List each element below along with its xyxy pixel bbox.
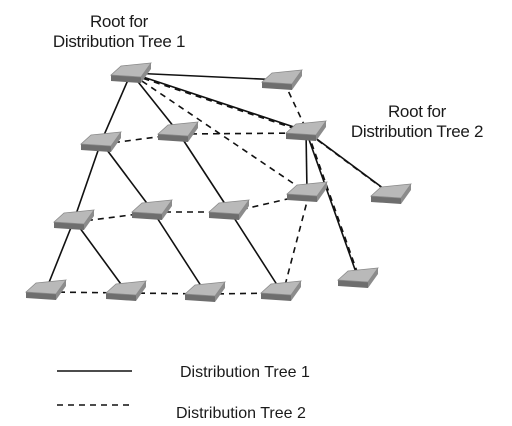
links-layer bbox=[45, 72, 394, 295]
switch-side-face bbox=[188, 122, 198, 142]
switch-level2-right bbox=[286, 181, 328, 202]
switch-top-face bbox=[337, 267, 379, 283]
switch-level3-c bbox=[208, 199, 250, 220]
tree2-link-root1-level2-right bbox=[132, 74, 310, 195]
tree1-link-level2-left-level3-b bbox=[100, 141, 153, 211]
tree2-link-far-right-root2 bbox=[307, 132, 394, 197]
tree1-link-level3-c-level4-d bbox=[228, 209, 282, 292]
switch-top-face bbox=[131, 199, 173, 215]
tree1-link-level2-mid-level3-c bbox=[177, 131, 230, 211]
switch-top-face bbox=[105, 280, 147, 296]
switch-top-face bbox=[260, 280, 302, 296]
switches-layer bbox=[25, 62, 412, 302]
switch-level4-e bbox=[337, 267, 379, 288]
root2-label: Root for Distribution Tree 2 bbox=[332, 102, 502, 142]
switch-top-face bbox=[110, 62, 152, 78]
switch-level4-b bbox=[105, 280, 147, 301]
switch-front-face bbox=[209, 212, 239, 220]
switch-side-face bbox=[401, 184, 411, 204]
root1-label-line1: Root for bbox=[89, 12, 149, 31]
switch-top-face bbox=[184, 281, 226, 297]
switch-front-face bbox=[111, 75, 141, 83]
switch-side-face bbox=[141, 63, 151, 83]
root1-label-line2: Distribution Tree 1 bbox=[52, 32, 186, 51]
switch-side-face bbox=[316, 121, 326, 141]
tree1-link-root2-level2-right bbox=[305, 130, 308, 193]
tree1-link-level3-b-level4-c bbox=[151, 209, 206, 293]
tree1-link-level3-a-level4-b bbox=[73, 219, 127, 292]
tree1-link-level2-left-level3-a bbox=[73, 141, 102, 221]
switch-side-face bbox=[291, 281, 301, 301]
tree1-link-root2-level4-e bbox=[305, 130, 359, 279]
switch-side-face bbox=[292, 70, 302, 90]
switch-front-face bbox=[338, 280, 368, 288]
switch-side-face bbox=[239, 200, 249, 220]
switch-top-face bbox=[25, 279, 67, 295]
switch-level2-mid bbox=[157, 121, 199, 142]
switch-side-face bbox=[111, 132, 121, 152]
switch-side-face bbox=[368, 268, 378, 288]
switch-root1 bbox=[110, 62, 152, 83]
switch-side-face bbox=[317, 182, 327, 202]
switch-front-face bbox=[185, 294, 215, 302]
switch-front-face bbox=[261, 293, 291, 301]
legend-dashed-label: Distribution Tree 2 bbox=[176, 405, 306, 422]
tree1-link-root1-top-right bbox=[130, 72, 283, 81]
switch-front-face bbox=[262, 82, 292, 90]
tree1-link-root1-root2 bbox=[130, 72, 307, 132]
switch-level2-left bbox=[80, 131, 122, 152]
switch-level3-b bbox=[131, 199, 173, 220]
switch-level4-a bbox=[25, 279, 67, 300]
switch-top-face bbox=[53, 209, 95, 225]
switch-root2 bbox=[285, 120, 327, 141]
root2-label-line2: Distribution Tree 2 bbox=[350, 122, 484, 141]
tree2-link-root1-root2 bbox=[132, 74, 309, 134]
switch-level3-a bbox=[53, 209, 95, 230]
switch-front-face bbox=[54, 222, 84, 230]
switch-front-face bbox=[106, 293, 136, 301]
switch-top-right bbox=[261, 69, 303, 90]
switch-front-face bbox=[286, 133, 316, 141]
switch-top-face bbox=[370, 183, 412, 199]
root1-label: Root for Distribution Tree 1 bbox=[20, 12, 218, 52]
tree1-link-level3-a-level4-a bbox=[45, 219, 75, 291]
switch-far-right bbox=[370, 183, 412, 204]
tree2-link-root2-level4-e bbox=[307, 132, 361, 281]
switch-front-face bbox=[158, 134, 188, 142]
root2-label-line1: Root for bbox=[387, 102, 447, 121]
switch-side-face bbox=[136, 281, 146, 301]
switch-front-face bbox=[132, 212, 162, 220]
switch-side-face bbox=[56, 280, 66, 300]
switch-front-face bbox=[287, 194, 317, 202]
tree1-link-root1-level2-left bbox=[100, 72, 132, 143]
switch-side-face bbox=[215, 282, 225, 302]
switch-top-face bbox=[208, 199, 250, 215]
switch-side-face bbox=[84, 210, 94, 230]
switch-level4-d bbox=[260, 280, 302, 301]
switch-top-face bbox=[157, 121, 199, 137]
switch-front-face bbox=[81, 144, 111, 152]
switch-front-face bbox=[371, 196, 401, 204]
switch-level4-c bbox=[184, 281, 226, 302]
switch-top-face bbox=[285, 120, 327, 136]
legend-solid-label: Distribution Tree 1 bbox=[180, 364, 310, 381]
switch-top-face bbox=[80, 131, 122, 147]
switch-front-face bbox=[26, 292, 56, 300]
switch-top-face bbox=[261, 69, 303, 85]
switch-side-face bbox=[162, 200, 172, 220]
tree2-link-level2-right-level4-d bbox=[282, 193, 310, 294]
switch-top-face bbox=[286, 181, 328, 197]
